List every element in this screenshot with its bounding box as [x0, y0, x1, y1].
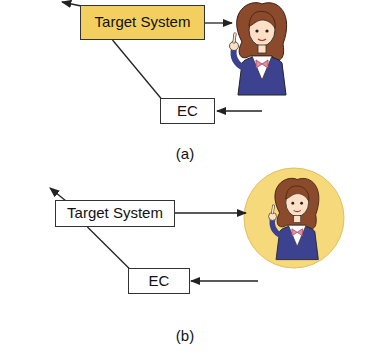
- feedback-arrow: [217, 110, 262, 111]
- panel-label: (a): [176, 146, 194, 163]
- box-label: EC: [177, 103, 198, 120]
- observe-arrow: [175, 212, 246, 213]
- person-illustration: [269, 178, 319, 259]
- highlight-circle: [244, 168, 344, 268]
- controller-box: EC: [160, 98, 215, 124]
- observe-arrow: [205, 22, 232, 23]
- system-box: Target System: [80, 5, 205, 40]
- person-illustration: [230, 3, 287, 95]
- box-label: EC: [149, 273, 170, 290]
- box-label: Target System: [67, 205, 163, 222]
- system-box: Target System: [55, 200, 175, 227]
- connector-line: [113, 40, 162, 99]
- controller-box: EC: [128, 268, 190, 294]
- panel-label: (b): [176, 328, 194, 345]
- feedback-arrow: [191, 280, 258, 281]
- connector-line: [87, 227, 129, 269]
- box-label: Target System: [95, 14, 191, 31]
